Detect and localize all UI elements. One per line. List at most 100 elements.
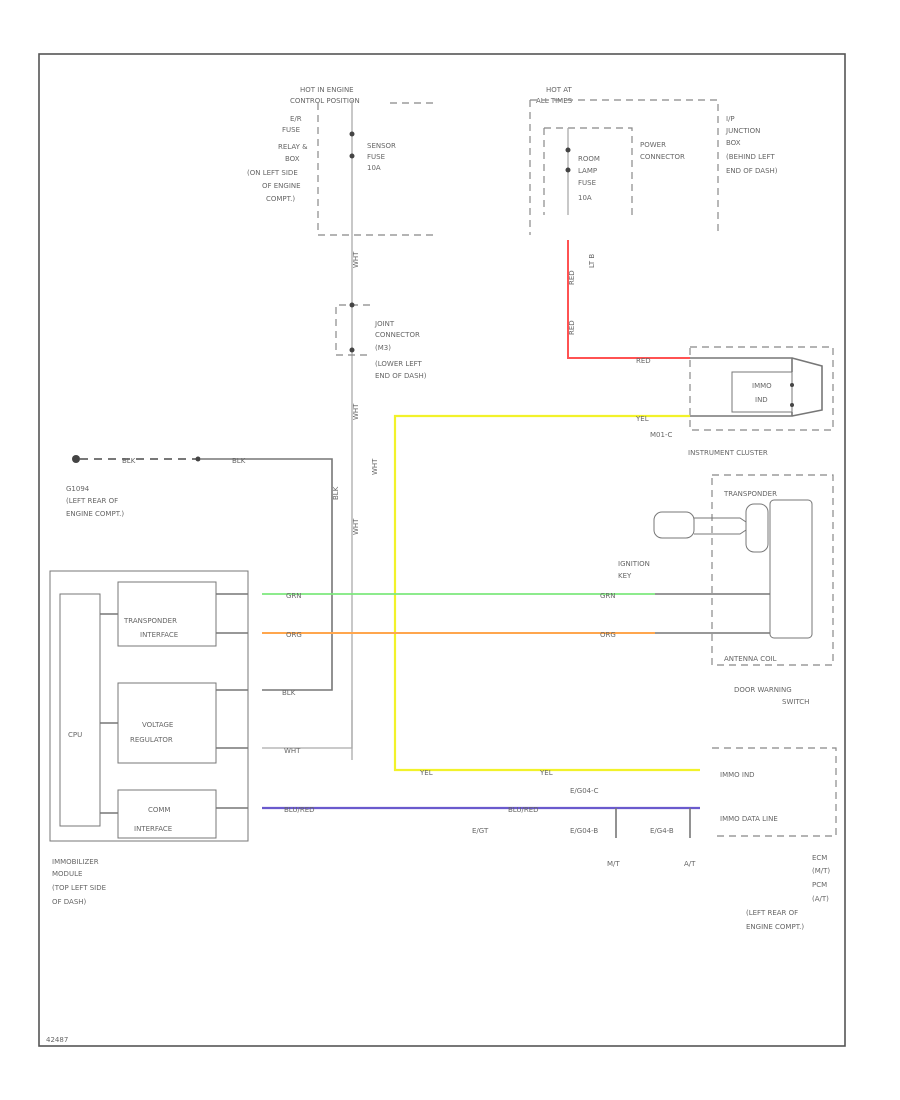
org-label-1: ORG (286, 631, 302, 639)
green-wire: GRN GRN (262, 592, 770, 600)
yel-label-bottom2: YEL (539, 769, 553, 777)
hot-left-box (317, 103, 433, 236)
instrument-cluster: IMMO IND M01-C INSTRUMENT CLUSTER (650, 346, 834, 457)
ecm-label-3: (A/T) (812, 895, 829, 903)
hot-left-side-0: E/R (290, 115, 302, 123)
red-wire-path (567, 240, 690, 359)
g1094-2: ENGINE COMPT.) (66, 510, 124, 518)
wht-label-mid: WHT (352, 403, 360, 420)
ground-wire: BLK BLK BLK BLK G1094 (LEFT REAR OF ENGI… (66, 455, 340, 697)
blu-red-label-1: BLU/RED (284, 806, 315, 814)
ecm-label-2: PCM (812, 881, 827, 889)
comm-if-1: INTERFACE (134, 825, 172, 833)
ecm-label-4: (LEFT REAR OF (746, 909, 798, 917)
ecm-immo-ind: IMMO IND (720, 771, 755, 779)
hot-left-side-6: COMPT.) (266, 195, 295, 203)
ignition-key-0: IGNITION (618, 560, 650, 568)
immo-ind-1: IND (755, 396, 768, 404)
antenna-coil-label: ANTENNA COIL (724, 655, 777, 663)
immobilizer-label-2: (TOP LEFT SIDE (52, 884, 106, 892)
hot-left-side-1: FUSE (282, 126, 300, 134)
jb-2: BOX (726, 139, 741, 147)
hot-left-line1: HOT IN ENGINE (300, 86, 354, 94)
jb-0: I/P (726, 115, 735, 123)
wht-label-upper: WHT (352, 251, 360, 268)
jb-1: JUNCTION (725, 127, 760, 135)
hot-right-line2: ALL TIMES (536, 97, 573, 105)
room-lamp-bottom-dot (565, 167, 571, 173)
ecm-connector-3: E/GT (472, 827, 489, 835)
cluster-dot-2 (790, 403, 794, 407)
room-lamp-3: 10A (578, 194, 592, 202)
blk-label-3: BLK (332, 486, 340, 500)
yel-label-bottom1: YEL (419, 769, 433, 777)
sensor-fuse-1: FUSE (367, 153, 385, 161)
door-warning-0: DOOR WARNING (734, 686, 792, 694)
red-label-3: RED (636, 357, 651, 365)
ground-point (72, 455, 80, 463)
hot-left-side-5: OF ENGINE (262, 182, 301, 190)
comm-if-0: COMM (148, 806, 170, 814)
ecm-mt: M/T (607, 860, 620, 868)
cluster-dot-1 (790, 383, 794, 387)
joint-bottom-dot (349, 347, 355, 353)
power-connector-1: CONNECTOR (640, 153, 685, 161)
yellow-wire: YEL YEL YEL (393, 414, 700, 777)
joint-connector-box (335, 304, 370, 356)
joint-connector-4: END OF DASH) (375, 372, 427, 380)
transponder-box (711, 474, 834, 666)
voltage-reg-0: VOLTAGE (142, 721, 173, 729)
hot-left-side-3: BOX (285, 155, 300, 163)
antenna-coil-box (769, 499, 813, 639)
orange-wire: ORG ORG (262, 631, 770, 639)
m01c-label: M01-C (650, 431, 672, 439)
ecm-connector-1: E/G04-B (570, 827, 598, 835)
org-label-2: ORG (600, 631, 616, 639)
door-warning-1: SWITCH (782, 698, 809, 706)
blk-label-1: BLK (122, 457, 136, 465)
immobilizer-box (49, 570, 249, 842)
red-label-2: RED (568, 320, 576, 335)
hot-right-outer-box (529, 99, 719, 235)
ecm-label-1: (M/T) (812, 867, 830, 875)
footer-code: 42487 (46, 1036, 68, 1044)
joint-connector-1: CONNECTOR (375, 331, 420, 339)
cluster-internal-wire (690, 357, 823, 417)
yel-label-top: YEL (635, 415, 649, 423)
room-lamp-1: LAMP (578, 167, 597, 175)
ecm-module: IMMO IND IMMO DATA LINE E/G04-C E/G04-B … (472, 747, 837, 931)
cpu-label: CPU (68, 731, 82, 739)
key-head (653, 511, 695, 539)
room-lamp-2: FUSE (578, 179, 596, 187)
g1094-1: (LEFT REAR OF (66, 497, 118, 505)
voltage-reg-1: REGULATOR (130, 736, 173, 744)
immo-ind-box (731, 371, 793, 413)
joint-connector: JOINT CONNECTOR (M3) (LOWER LEFT END OF … (335, 302, 427, 535)
sensor-fuse-top-dot (349, 131, 355, 137)
ecm-connector-0: E/G04-C (570, 787, 599, 795)
cpu-internal-links (100, 593, 248, 814)
red-label-1: RED (568, 270, 576, 285)
sensor-fuse-bottom-dot (349, 153, 355, 159)
hot-right-inner-box (543, 127, 633, 215)
transponder-label: TRANSPONDER (723, 490, 777, 498)
grn-label-2: GRN (600, 592, 616, 600)
key-blade (694, 517, 747, 535)
transponder-if-1: INTERFACE (140, 631, 178, 639)
white-wire-to-regulator (262, 700, 353, 749)
cpu-box (59, 593, 101, 827)
joint-connector-3: (LOWER LEFT (375, 360, 423, 368)
wht-label-low2: WHT (352, 518, 360, 535)
jb-4: END OF DASH) (726, 167, 778, 175)
immobilizer-label-3: OF DASH) (52, 898, 87, 906)
ecm-label-0: ECM (812, 854, 827, 862)
transponder-if-0: TRANSPONDER (123, 617, 177, 625)
immobilizer-label-1: MODULE (52, 870, 82, 878)
jb-3: (BEHIND LEFT (726, 153, 775, 161)
sensor-fuse-2: 10A (367, 164, 381, 172)
ignition-key-1: KEY (618, 572, 632, 580)
lt-b-label: LT B (588, 254, 596, 268)
diagram-frame (38, 53, 846, 1047)
hot-left-side-2: RELAY & (278, 143, 308, 151)
